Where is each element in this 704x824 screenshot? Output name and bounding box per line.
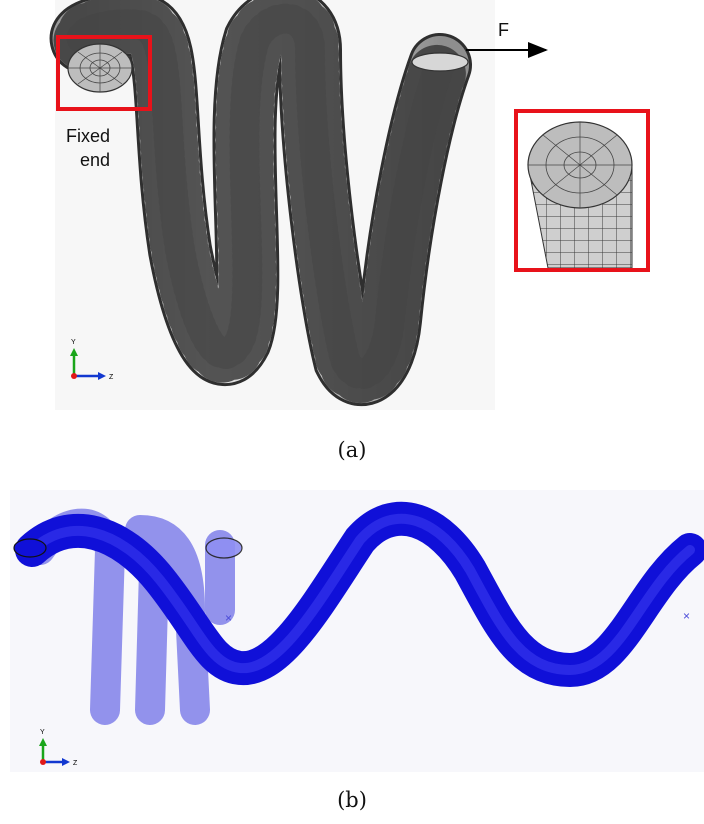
axis-triad-a: Y Z	[70, 339, 114, 381]
panel-b-figure: × × Y Z	[10, 490, 704, 772]
fixed-end-label-line1: Fixed	[66, 126, 110, 146]
caption-a: (a)	[337, 438, 367, 462]
fixed-end-label-line2: end	[80, 150, 110, 170]
zoom-inset-box	[514, 109, 650, 272]
free-end-zoom-inset	[518, 113, 646, 269]
triad-b-z-label: Z	[73, 760, 78, 767]
force-label: F	[498, 20, 509, 40]
fixed-end-highlight-box	[56, 35, 152, 111]
spring-coil-mesh-long	[66, 3, 455, 389]
fixed-end-section	[67, 43, 133, 93]
axis-triad-b: Y Z	[39, 729, 78, 767]
free-end-cap	[411, 52, 469, 72]
undeformed-end-cap	[205, 537, 243, 559]
deformed-spring-highlight	[27, 513, 695, 676]
undeformed-node-marker: ×	[225, 611, 232, 625]
deformed-node-marker: ×	[683, 609, 690, 623]
triad-b-y-label: Y	[40, 729, 45, 736]
meshed-spring	[49, 0, 472, 406]
triad-a-z-label: Z	[109, 374, 114, 381]
deformed-fixed-end-cap	[13, 538, 47, 558]
triad-a-y-label: Y	[71, 339, 76, 346]
panel-a-figure: Fixed end F Y Z	[49, 0, 650, 406]
caption-b: (b)	[337, 788, 367, 812]
